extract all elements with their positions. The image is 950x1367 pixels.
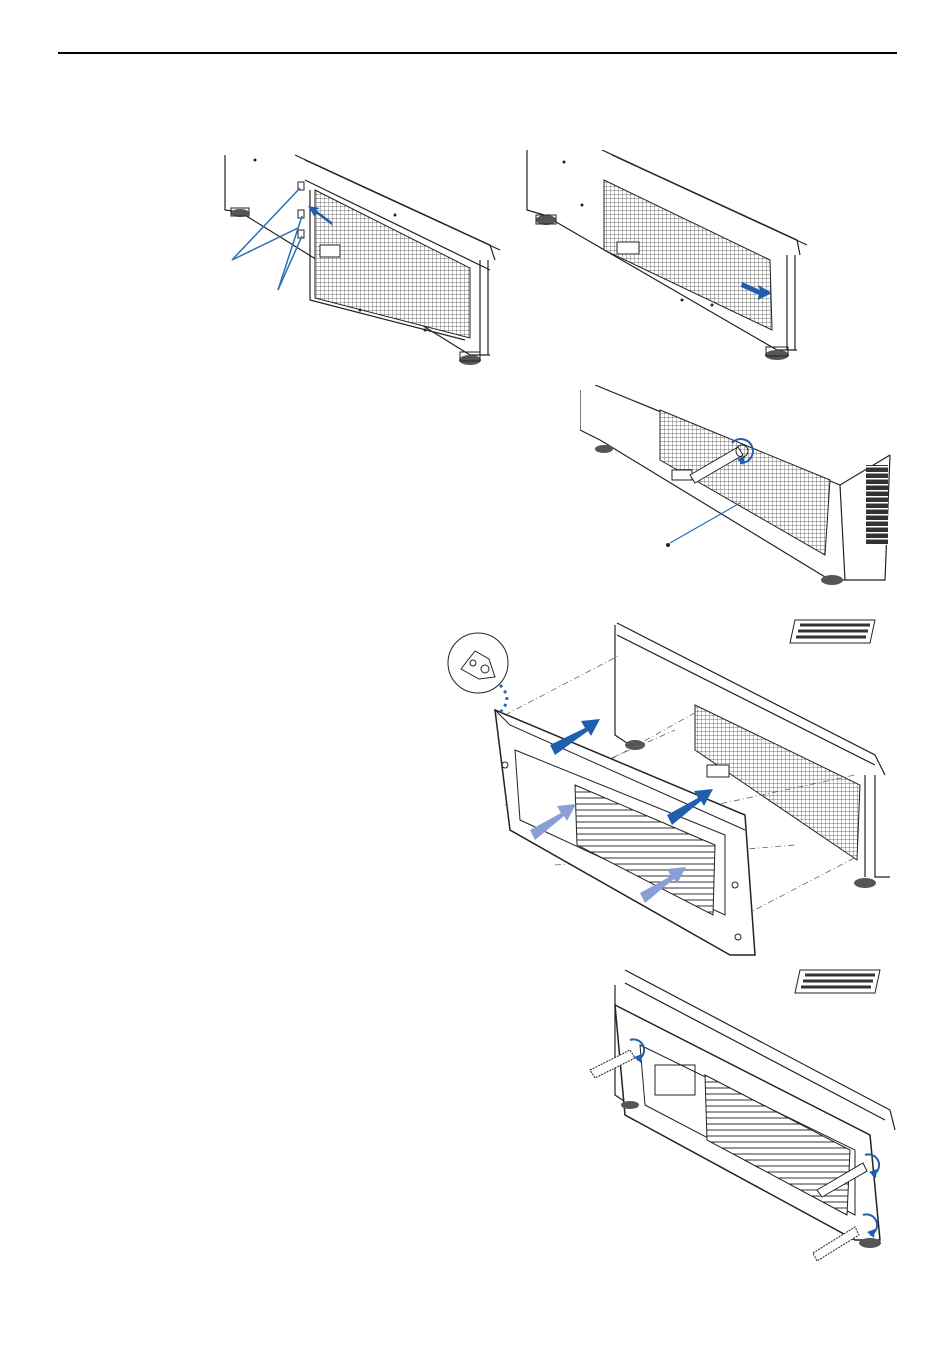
callout-detail-icon — [448, 633, 508, 693]
figure-4-attach-front-cover — [445, 615, 900, 960]
callout-lines — [232, 188, 302, 290]
filter-mesh — [660, 410, 830, 555]
front-cover — [615, 1005, 880, 1240]
filter-mesh — [604, 180, 772, 330]
header-rule — [58, 52, 897, 54]
figure-1-release-tabs — [220, 150, 510, 375]
figure-2-slide-filter-out — [522, 150, 812, 370]
filter-mesh — [315, 190, 470, 338]
figure-3-remove-screw — [580, 385, 900, 595]
screw-icon — [666, 543, 670, 547]
figure-5-tighten-screws — [585, 965, 905, 1265]
